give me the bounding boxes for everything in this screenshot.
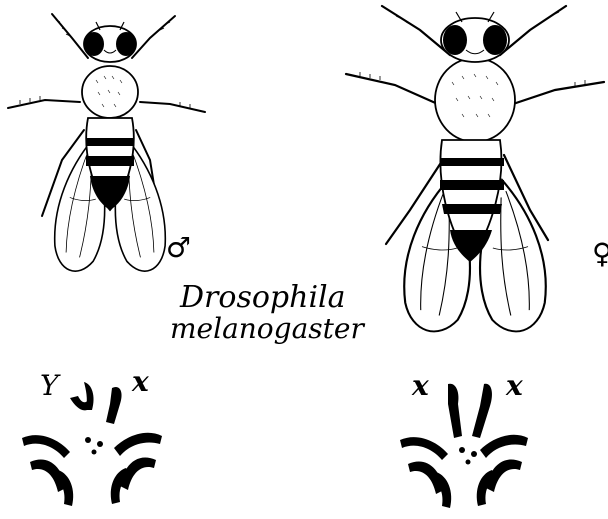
species-title: Drosophila melanogaster <box>170 282 390 343</box>
chromosome-x-2 <box>472 384 492 438</box>
chromosome-x-1 <box>448 384 462 438</box>
species-label: melanogaster <box>170 314 390 343</box>
genus-label: Drosophila <box>180 282 390 314</box>
chromosome-x <box>106 387 122 424</box>
male-chromosome-label-y: Y <box>40 372 58 400</box>
male-symbol: ♂ <box>166 234 191 262</box>
male-chromosome-label-x: x <box>132 368 149 396</box>
female-symbol: ♀ <box>592 240 608 268</box>
female-chromosome-set <box>400 384 528 508</box>
female-chromosome-label-x-1: x <box>412 372 429 400</box>
female-chromosome-label-x-2: x <box>506 372 523 400</box>
